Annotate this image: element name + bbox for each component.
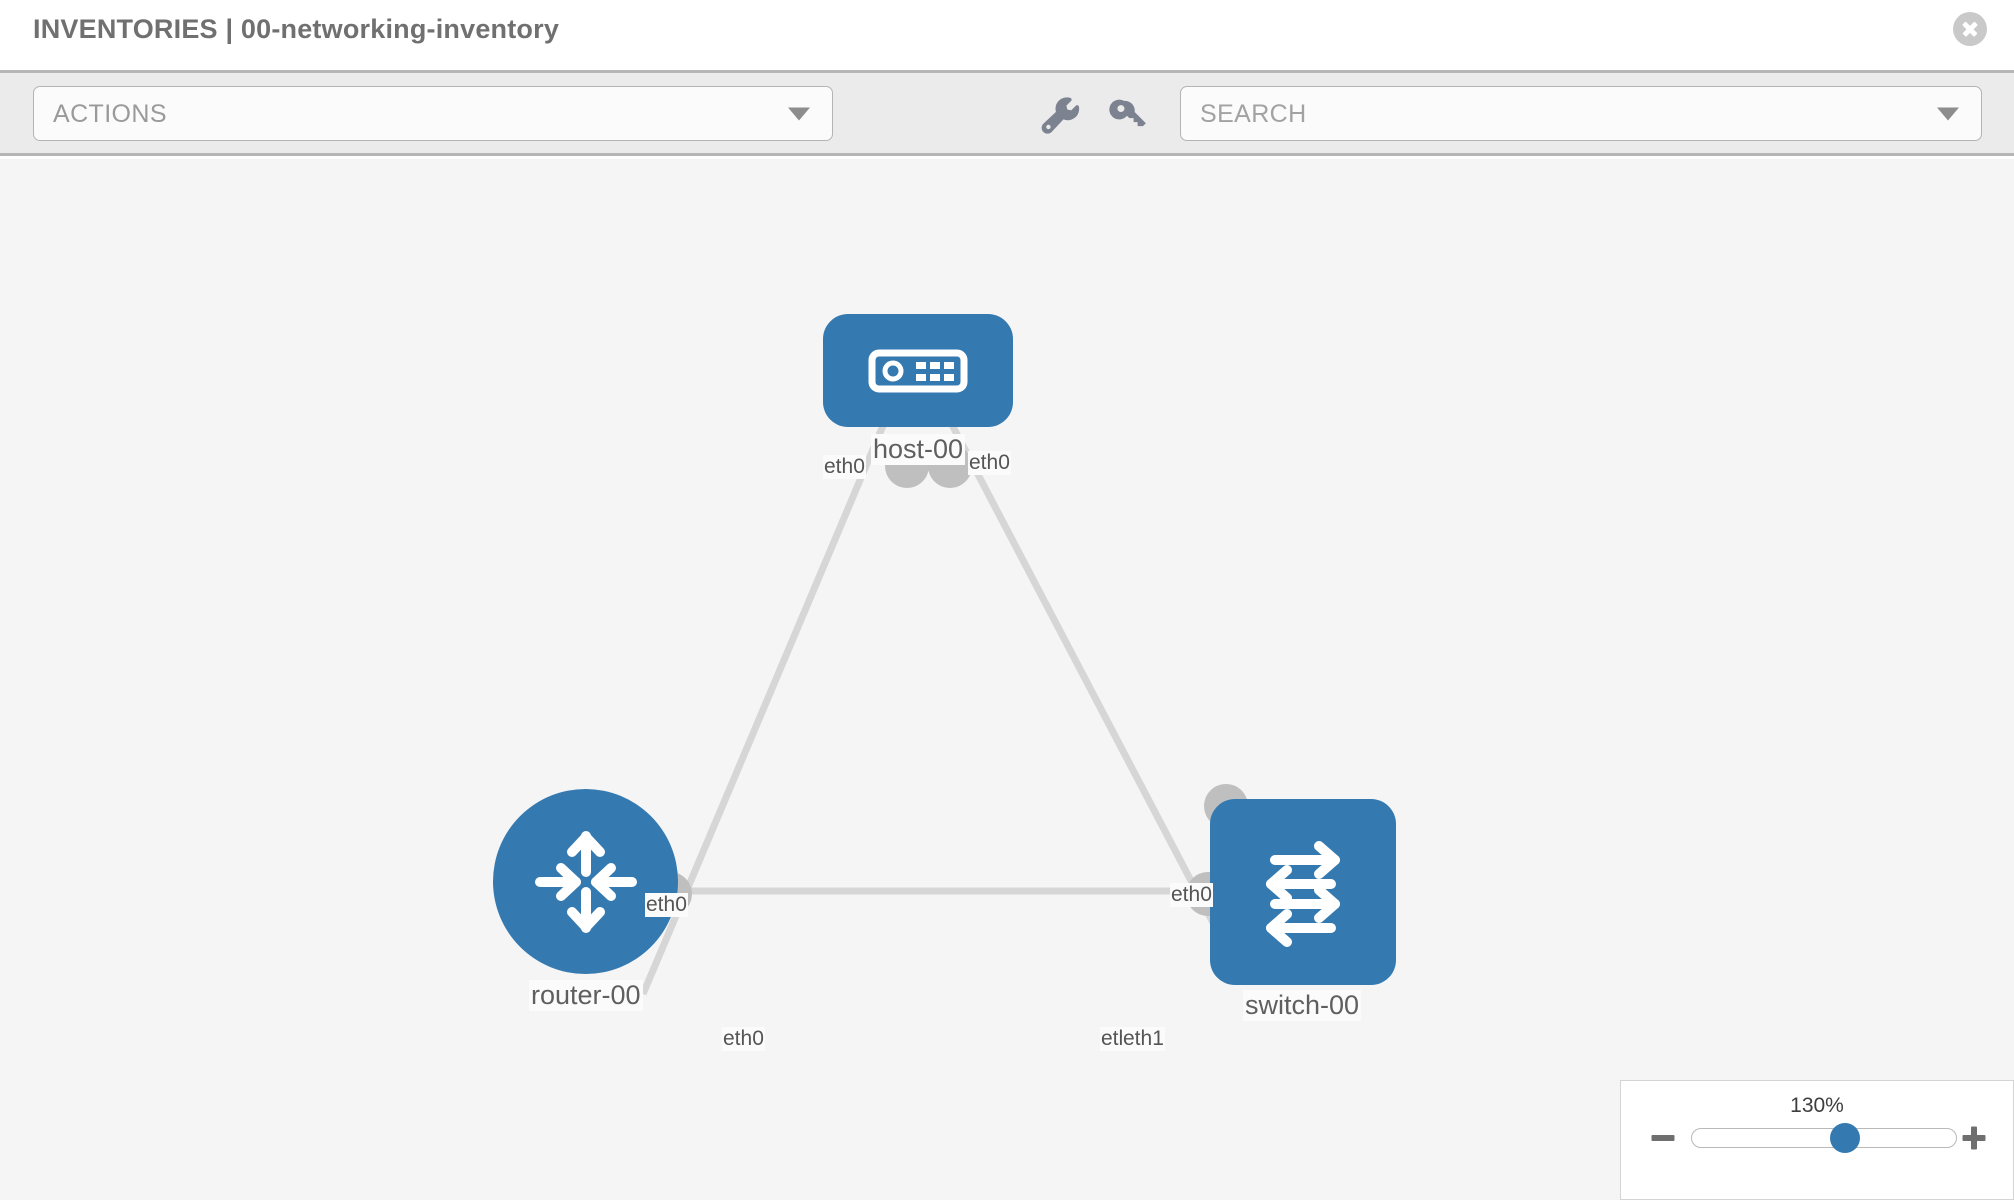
node-shape xyxy=(1210,799,1396,985)
node-label: host-00 xyxy=(871,434,966,465)
node-label: router-00 xyxy=(529,980,643,1011)
topology-canvas[interactable]: host-00 eth0 eth0 xyxy=(0,159,2014,1200)
zoom-control-panel: 130% xyxy=(1620,1080,2014,1200)
node-shape xyxy=(823,314,1013,427)
search-input[interactable]: SEARCH xyxy=(1180,86,1982,141)
chevron-down-icon xyxy=(1937,107,1959,120)
actions-dropdown-label: ACTIONS xyxy=(53,100,167,128)
zoom-out-button[interactable] xyxy=(1646,1121,1680,1155)
edge-label-switch-to-host: eth0 xyxy=(1170,883,1213,907)
topology-node-router-00[interactable]: router-00 xyxy=(493,789,698,1011)
close-icon[interactable] xyxy=(1953,12,1987,46)
server-icon xyxy=(868,349,968,392)
edge-label-host-right: eth0 xyxy=(968,451,1011,475)
zoom-level-label: 130% xyxy=(1790,1094,1844,1117)
actions-dropdown[interactable]: ACTIONS xyxy=(33,86,833,141)
page-title: INVENTORIES | 00-networking-inventory xyxy=(33,14,560,44)
zoom-slider-thumb[interactable] xyxy=(1830,1123,1861,1153)
edge-label-router-to-host: eth0 xyxy=(645,893,688,917)
wrench-icon[interactable] xyxy=(1040,95,1084,139)
zoom-in-button[interactable] xyxy=(1957,1121,1991,1155)
node-label: switch-00 xyxy=(1243,990,1362,1021)
toolbar: ACTIONS SEARCH xyxy=(0,70,2014,156)
topology-node-switch-00[interactable]: switch-00 xyxy=(1186,784,1405,1021)
key-icon[interactable] xyxy=(1107,95,1151,139)
node-shape xyxy=(493,789,678,974)
switch-icon xyxy=(1266,841,1340,947)
topology-node-host-00[interactable]: host-00 xyxy=(823,314,1013,494)
edge-label-host-left: eth0 xyxy=(823,455,866,479)
edge-label-switch-left-b: eth1 xyxy=(1122,1027,1165,1051)
zoom-slider[interactable] xyxy=(1691,1123,1957,1153)
chevron-down-icon xyxy=(788,107,810,120)
edge-label-router-right: eth0 xyxy=(722,1027,765,1051)
search-input-placeholder: SEARCH xyxy=(1200,100,1307,128)
router-icon xyxy=(534,830,637,933)
page-header: INVENTORIES | 00-networking-inventory xyxy=(0,0,2014,70)
